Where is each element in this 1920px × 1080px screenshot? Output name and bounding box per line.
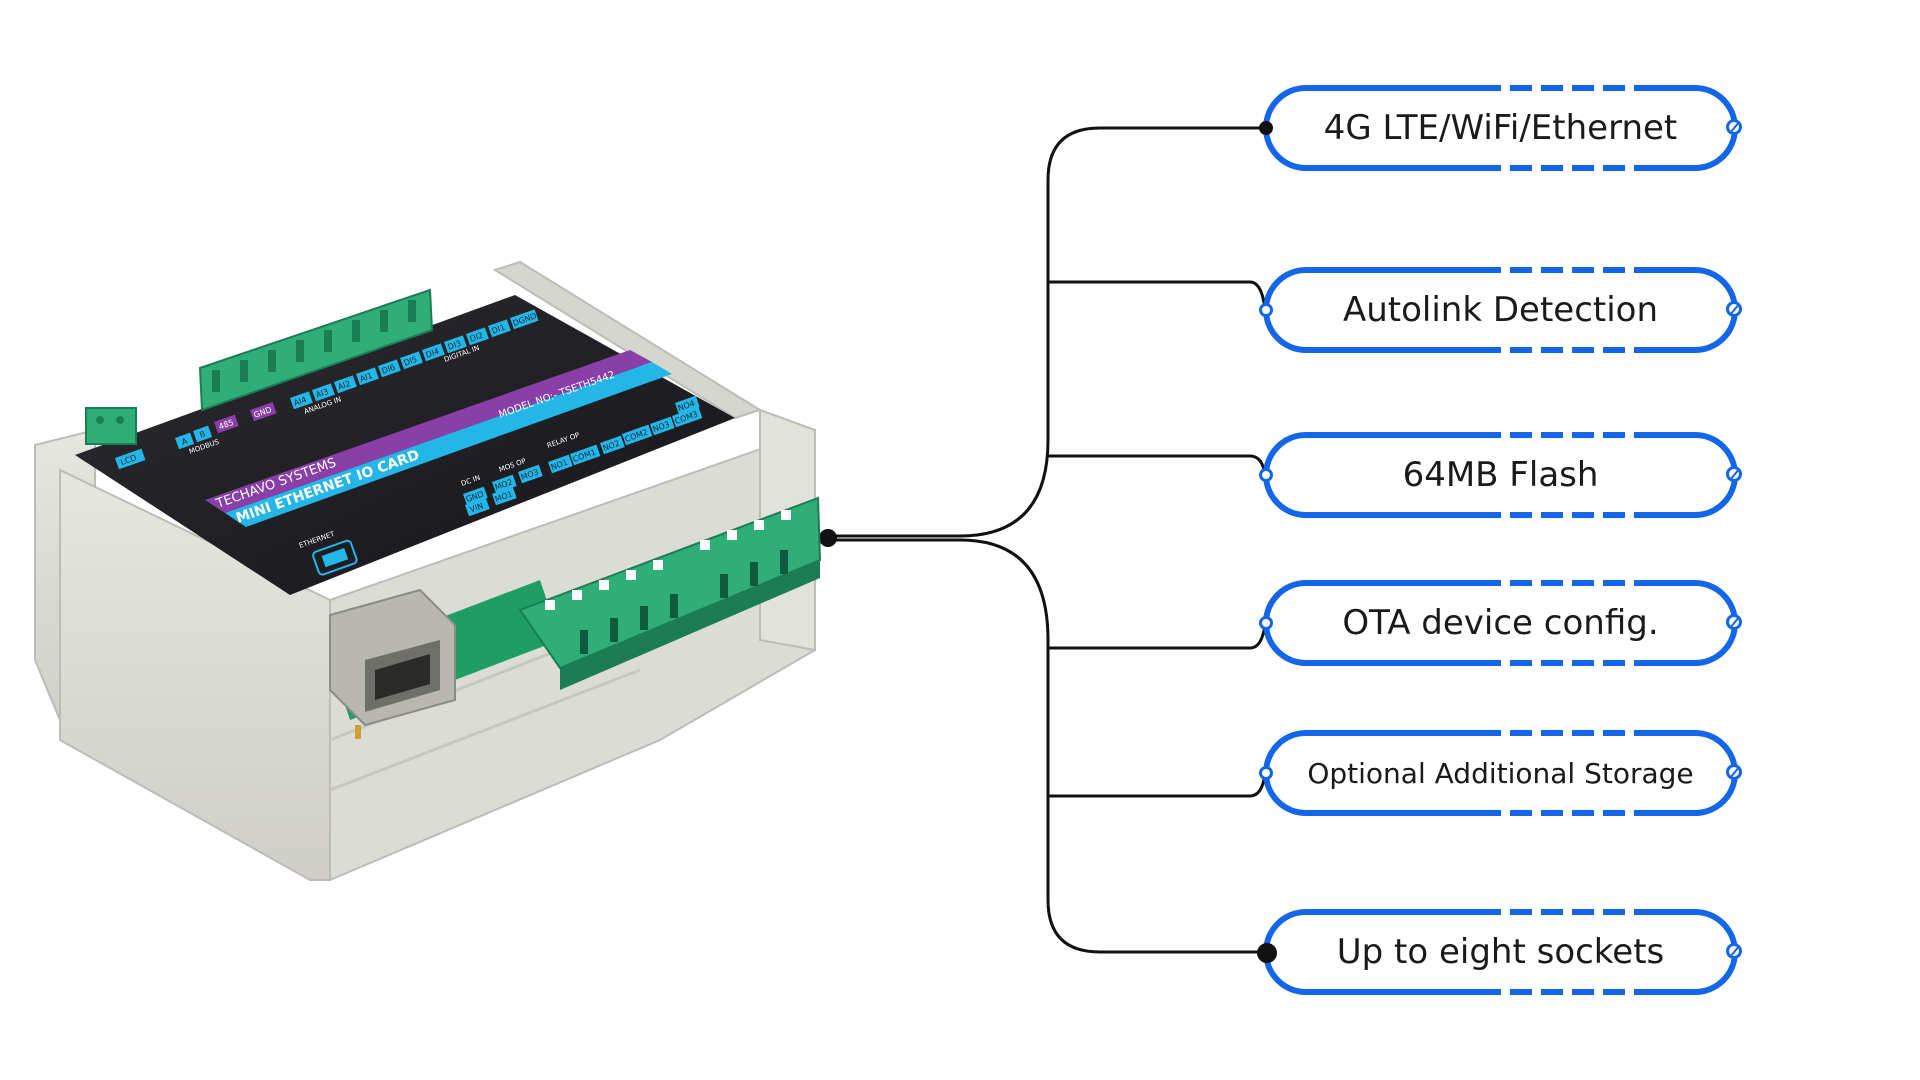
feature-pill-6: Up to eight sockets <box>1257 909 1742 995</box>
tag-di2: DI2 <box>466 327 489 346</box>
pill-end-icon-5 <box>1726 764 1742 780</box>
connector-line-5 <box>1046 638 1267 798</box>
tag-no4: NO4 <box>675 395 700 415</box>
hub-dot <box>819 529 837 547</box>
tag-no1: NO1 <box>548 454 573 474</box>
tag-485: 485 <box>214 414 239 434</box>
pill-end-icon-4 <box>1726 614 1742 630</box>
connector-line-2 <box>1046 280 1267 312</box>
pill-end-icon-6 <box>1726 943 1742 959</box>
lcd-connector <box>85 407 137 445</box>
pill-start-dot-2 <box>1259 303 1273 317</box>
tag-no3: NO3 <box>650 416 675 436</box>
feature-pill-5: Optional Additional Storage <box>1259 730 1742 816</box>
pill-start-dot-4 <box>1259 616 1273 630</box>
tag-vin: VIN <box>465 497 490 517</box>
feature-pill-3: 64MB Flash <box>1259 432 1742 518</box>
tag-ai3: AI3 <box>312 383 335 402</box>
svg-text:DI1: DI1 <box>491 323 507 336</box>
feature-pill-1: 4G LTE/WiFi/Ethernet <box>1259 85 1742 171</box>
pill-end-icon-2 <box>1726 301 1742 317</box>
tag-mo3: MO3 <box>518 464 543 484</box>
tag-no2: NO2 <box>600 435 625 455</box>
tag-di5: DI5 <box>400 351 423 370</box>
feature-label-4: OTA device config. <box>1342 603 1659 643</box>
connector-line-6 <box>1046 788 1267 954</box>
ethernet-jack <box>329 588 456 739</box>
device-illustration: TECHAVO SYSTEMS MINI ETHERNET IO CARD MO… <box>34 260 822 882</box>
connector-line-4 <box>826 538 1267 650</box>
tag-ai4: AI4 <box>290 391 313 410</box>
pill-start-dot-6 <box>1257 943 1277 963</box>
connector-line-3 <box>1046 454 1267 476</box>
svg-text:DI2: DI2 <box>469 331 485 344</box>
pill-start-dot-5 <box>1259 766 1273 780</box>
svg-text:AI1: AI1 <box>359 371 374 384</box>
feature-label-2: Autolink Detection <box>1342 290 1659 330</box>
tag-a: A <box>175 432 195 450</box>
tag-ai2: AI2 <box>334 375 357 394</box>
svg-text:AI2: AI2 <box>337 379 352 392</box>
svg-text:DI6: DI6 <box>381 363 397 376</box>
feature-label-3: 64MB Flash <box>1402 455 1599 495</box>
cyan-band <box>225 362 672 527</box>
tag-gnd: GND <box>250 401 277 422</box>
tag-mo2: MO2 <box>492 474 517 494</box>
pill-start-dot-3 <box>1259 468 1273 482</box>
tag-di4: DI4 <box>422 343 445 362</box>
svg-text:AI3: AI3 <box>315 387 330 400</box>
top-terminal-block <box>198 288 434 412</box>
tag-di6: DI6 <box>378 359 401 378</box>
front-terminal-block <box>518 496 822 690</box>
tag-lcd: LCD <box>115 448 146 470</box>
connector-line-1 <box>826 126 1267 538</box>
svg-text:AI4: AI4 <box>293 395 308 408</box>
feature-label-1: 4G LTE/WiFi/Ethernet <box>1323 108 1678 148</box>
pill-start-dot-1 <box>1259 121 1273 135</box>
svg-text:A: A <box>180 436 189 446</box>
feature-pill-2: Autolink Detection <box>1259 267 1742 353</box>
svg-text:DI5: DI5 <box>403 355 419 368</box>
svg-text:DI4: DI4 <box>425 347 441 360</box>
svg-text:B: B <box>198 429 206 439</box>
tag-gnd2: GND <box>463 486 488 506</box>
svg-text:VIN: VIN <box>468 501 484 514</box>
purple-band <box>205 350 652 513</box>
tag-b: B <box>193 425 213 443</box>
svg-text:DI3: DI3 <box>447 339 463 352</box>
tag-mo1: MO1 <box>492 486 517 506</box>
feature-label-5: Optional Additional Storage <box>1307 756 1694 790</box>
pill-end-icon-3 <box>1726 466 1742 482</box>
tag-ai1: AI1 <box>356 367 379 386</box>
feature-pill-4: OTA device config. <box>1259 580 1742 666</box>
feature-label-6: Up to eight sockets <box>1336 932 1665 972</box>
ethernet-icon <box>312 539 358 576</box>
pill-end-icon-1 <box>1726 119 1742 135</box>
tag-di1: DI1 <box>488 319 511 338</box>
tag-di3: DI3 <box>444 335 467 354</box>
